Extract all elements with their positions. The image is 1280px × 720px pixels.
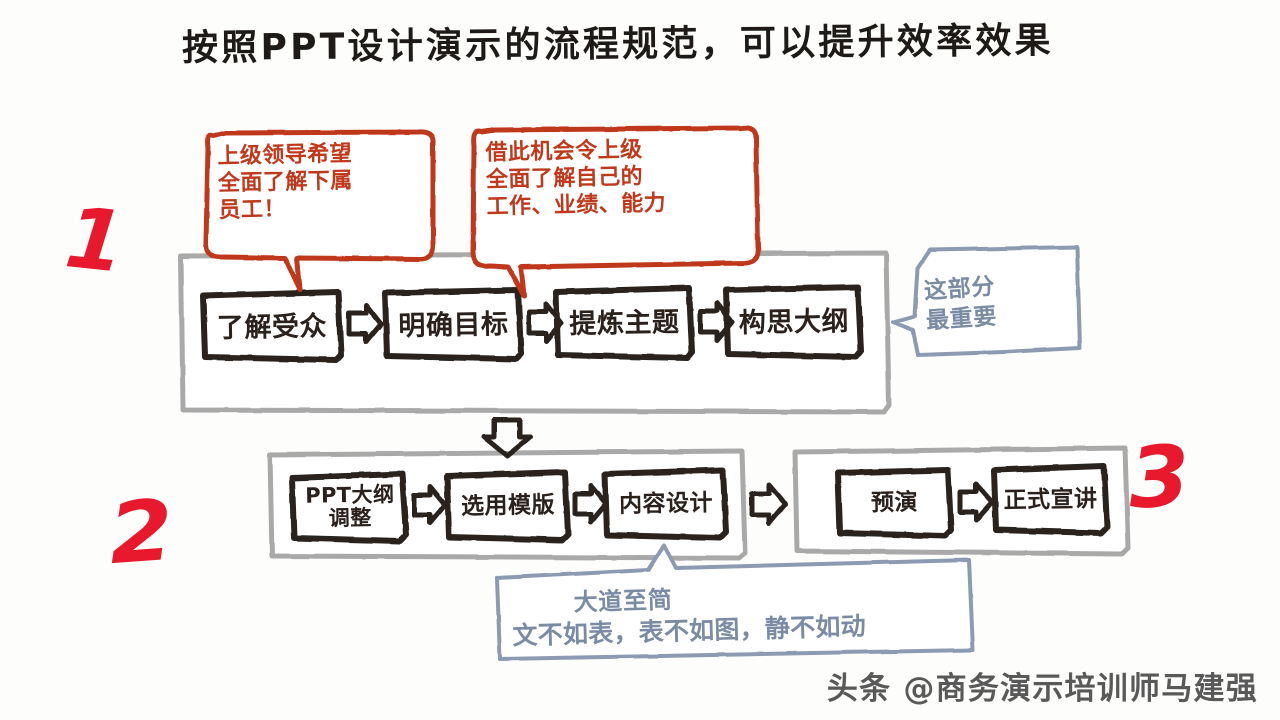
row3-arrows xyxy=(957,481,995,523)
watermark: 头条 @商务演示培训师马建强 xyxy=(826,671,1258,707)
callout-important-text: 这部分 最重要 xyxy=(923,273,998,335)
step-label-content-design[interactable]: 内容设计 xyxy=(618,490,714,518)
phase-number-2: 2 xyxy=(105,480,177,584)
callout-simple-text: 大道至简 文不如表，表不如图，静不如动 xyxy=(511,577,963,653)
step-label-outline-adjust[interactable]: PPT大纲 调整 xyxy=(304,482,395,531)
arrow-right-icon xyxy=(957,481,995,523)
step-label-rehearsal[interactable]: 预演 xyxy=(870,489,919,517)
step-label-refine-theme[interactable]: 提炼主题 xyxy=(569,307,680,340)
arrow-down-icon xyxy=(481,417,533,459)
step-label-choose-template[interactable]: 选用模版 xyxy=(460,492,556,520)
phase-number-1: 1 xyxy=(61,188,130,292)
step-label-formal-presentation[interactable]: 正式宣讲 xyxy=(1003,486,1098,514)
arrow-right-icon-group xyxy=(749,482,788,526)
callout-selfshow-text: 借此机会令上级 全面了解自己的 工作、业绩、能力 xyxy=(485,137,667,220)
arrow-right-icon xyxy=(411,484,448,526)
phase-number-3: 3 xyxy=(1126,426,1193,528)
page-title: 按照PPT设计演示的流程规范，可以提升效率效果 xyxy=(181,20,1055,70)
arrow-right-icon xyxy=(572,483,609,525)
step-label-define-goal[interactable]: 明确目标 xyxy=(398,309,509,342)
callout-audience-text: 上级领导希望 全面了解下属 员工！ xyxy=(217,141,353,223)
arrow-right-icon xyxy=(346,302,384,345)
step-label-understand-audience[interactable]: 了解受众 xyxy=(216,311,328,344)
step-label-draft-outline[interactable]: 构思大纲 xyxy=(738,306,850,339)
